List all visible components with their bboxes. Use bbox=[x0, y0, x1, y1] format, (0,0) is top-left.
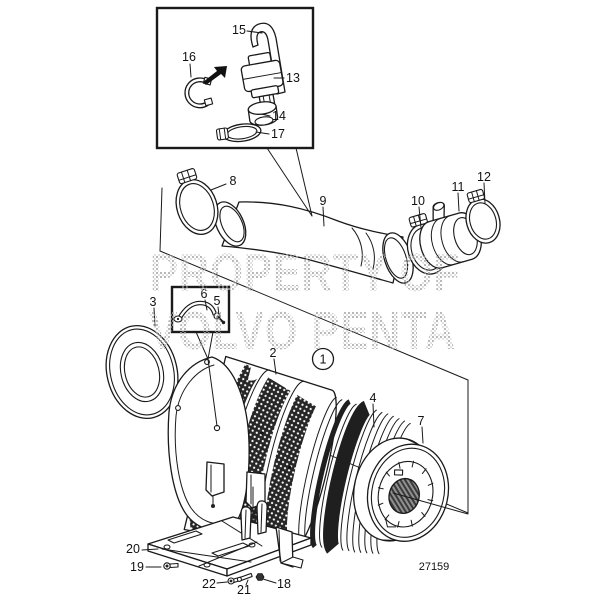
clip-6 bbox=[173, 300, 218, 323]
cover-ring-3 bbox=[105, 324, 179, 420]
drum-mounting-tabs bbox=[205, 461, 266, 554]
callout-21: 21 bbox=[237, 583, 251, 597]
callout-3: 3 bbox=[150, 295, 157, 309]
callout-16: 16 bbox=[182, 50, 196, 64]
stud-21 bbox=[236, 572, 253, 582]
callout-17: 17 bbox=[271, 127, 285, 141]
callout-4: 4 bbox=[370, 391, 377, 405]
inset-box-clip bbox=[170, 285, 231, 427]
callout-13: 13 bbox=[286, 71, 300, 85]
callout-12: 12 bbox=[477, 170, 491, 184]
callout-22: 22 bbox=[202, 577, 216, 591]
hose-clamp-8 bbox=[175, 168, 219, 235]
callout-1-circle bbox=[311, 347, 335, 371]
drum-front-flange bbox=[167, 356, 250, 532]
drawing-number: 27159 bbox=[419, 561, 450, 573]
direction-arrow bbox=[203, 66, 227, 85]
inset-box-valve bbox=[155, 6, 315, 217]
cap-tick-ring bbox=[377, 460, 434, 528]
watermark-line1: PROPERTY OF bbox=[150, 243, 460, 303]
callout-18: 18 bbox=[277, 577, 291, 591]
watermark-line2: VOLVO PENTA bbox=[149, 301, 456, 361]
watermark: PROPERTY OF VOLVO PENTA bbox=[149, 243, 460, 361]
nut-18 bbox=[255, 573, 265, 581]
bolt-19 bbox=[163, 562, 179, 570]
callout-10: 10 bbox=[411, 194, 425, 208]
callout-20: 20 bbox=[126, 542, 140, 556]
hose-clamp-12 bbox=[465, 188, 501, 244]
mounting-bracket-20 bbox=[147, 500, 312, 577]
callouts: 15 16 13 14 17 8 9 10 11 12 3 6 5 2 1 4 … bbox=[126, 23, 491, 597]
bellows-4 bbox=[298, 396, 411, 555]
callout-1: 1 bbox=[320, 353, 327, 367]
callout-15: 15 bbox=[232, 23, 246, 37]
callout-14: 14 bbox=[272, 109, 286, 123]
callout-8: 8 bbox=[230, 174, 237, 188]
frame-line-over-cap bbox=[392, 492, 469, 515]
callout-9: 9 bbox=[320, 194, 327, 208]
clamp-17 bbox=[215, 123, 262, 143]
callout-2: 2 bbox=[270, 346, 277, 360]
callout-19: 19 bbox=[130, 560, 144, 574]
callout-7: 7 bbox=[418, 414, 425, 428]
air-hose bbox=[213, 201, 414, 284]
bracket-lugs bbox=[240, 500, 268, 541]
callout-6: 6 bbox=[201, 287, 208, 301]
filter-assembly bbox=[167, 355, 469, 558]
valve-13 bbox=[240, 51, 284, 107]
callout-11: 11 bbox=[452, 180, 465, 194]
callout-5: 5 bbox=[214, 294, 221, 308]
